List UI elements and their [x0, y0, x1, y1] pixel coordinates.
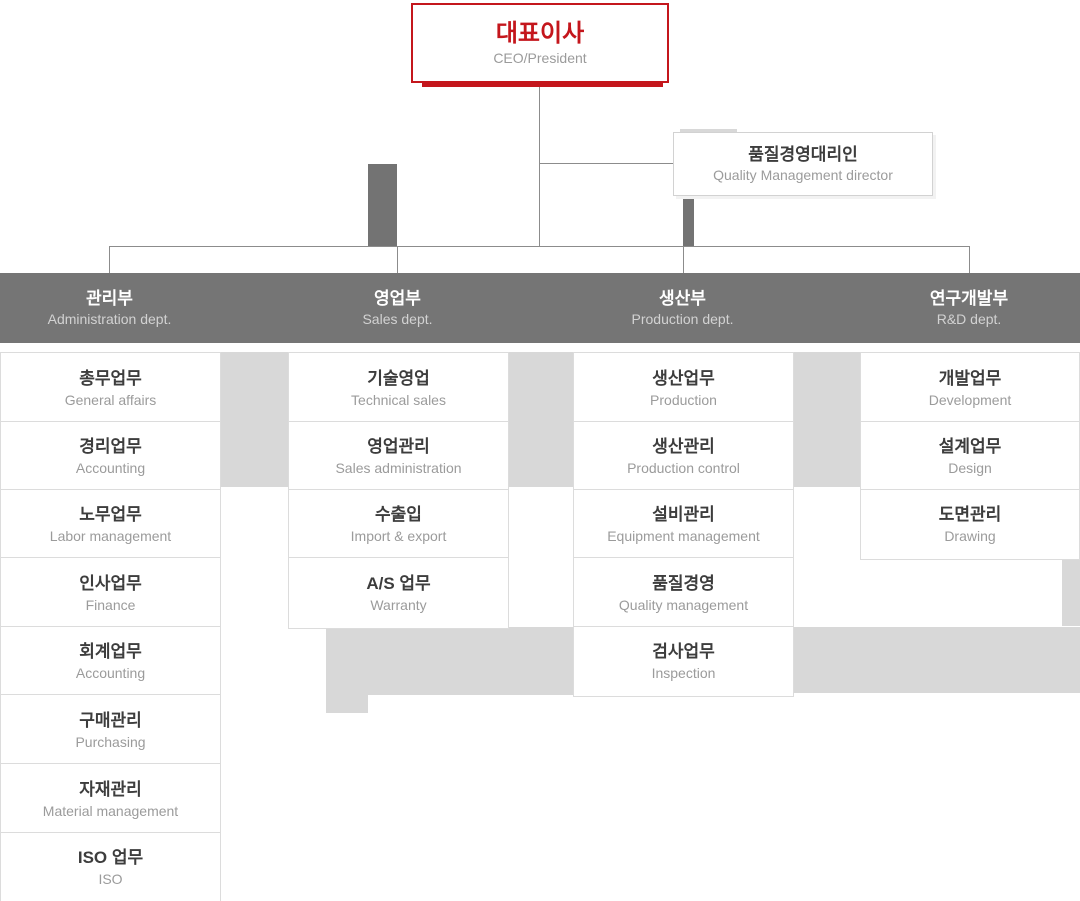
org-item: 도면관리 Drawing [860, 489, 1080, 560]
department-head-rnd: 연구개발부 R&D dept. [860, 273, 1078, 343]
connector-stub-rnd [969, 246, 970, 273]
ceo-accent-bar [422, 83, 663, 87]
connector-stub-production [683, 246, 684, 273]
org-item-title: 총무업무 [79, 368, 142, 388]
department-subtitle: Production dept. [631, 311, 734, 327]
org-item-title: 회계업무 [79, 642, 142, 661]
background-strip [219, 352, 288, 487]
org-item-title: 영업관리 [367, 437, 430, 456]
org-item-title: 검사업무 [652, 642, 715, 661]
org-item-title: 경리업무 [79, 437, 142, 456]
org-item: 설비관리 Equipment management [573, 489, 794, 560]
background-strip [326, 695, 368, 713]
org-item-subtitle: Import & export [350, 528, 447, 544]
org-item-title: 도면관리 [938, 505, 1002, 524]
org-item-subtitle: Accounting [75, 460, 146, 476]
org-item-subtitle: Purchasing [75, 733, 146, 750]
org-item-subtitle: Production control [627, 460, 740, 476]
org-item-subtitle: Warranty [370, 596, 427, 613]
background-strip [792, 627, 1080, 693]
department-title: 연구개발부 [929, 289, 1009, 308]
org-item: 회계업무 Accounting [0, 626, 221, 697]
department-title: 생산부 [659, 289, 706, 308]
org-item-subtitle: Inspection [651, 665, 716, 681]
org-item: 개발업무 Development [860, 352, 1080, 424]
connector-stub-admin [109, 246, 110, 273]
department-subtitle: R&D dept. [936, 311, 1002, 327]
decor-bar-narrow [683, 199, 694, 246]
connector-ceo-vertical [539, 85, 540, 246]
org-item: 생산관리 Production control [573, 421, 794, 492]
org-item-subtitle: Accounting [75, 665, 146, 681]
org-item: 설계업무 Design [860, 421, 1080, 492]
connector-departments-horizontal [109, 246, 970, 247]
org-item-title: A/S 업무 [366, 573, 431, 593]
org-item-subtitle: Technical sales [351, 391, 446, 408]
org-item-subtitle: Quality management [618, 596, 749, 613]
org-item: 구매관리 Purchasing [0, 694, 221, 766]
org-item: 생산업무 Production [573, 352, 794, 424]
connector-quality-horizontal [540, 163, 673, 164]
connector-stub-sales [397, 246, 398, 273]
ceo-box: 대표이사 CEO/President [411, 3, 669, 83]
org-item-title: 노무업무 [79, 505, 142, 524]
ceo-subtitle: CEO/President [493, 49, 587, 66]
org-item: 품질경영 Quality management [573, 557, 794, 629]
org-item-subtitle: Material management [42, 802, 179, 819]
department-title: 영업부 [374, 289, 421, 308]
department-title: 관리부 [86, 289, 133, 308]
org-item-subtitle: Design [948, 460, 992, 476]
org-item: 경리업무 Accounting [0, 421, 221, 492]
org-item: 검사업무 Inspection [573, 626, 794, 697]
org-item-title: 생산관리 [652, 437, 715, 456]
department-subtitle: Administration dept. [47, 311, 172, 327]
org-item-title: 구매관리 [79, 710, 142, 730]
org-item: 노무업무 Labor management [0, 489, 221, 560]
org-item: 총무업무 General affairs [0, 352, 221, 424]
department-head-production: 생산부 Production dept. [573, 273, 792, 343]
org-item-title: 자재관리 [79, 779, 142, 799]
org-item: ISO 업무 ISO [0, 832, 221, 901]
org-item: 수출입 Import & export [288, 489, 509, 560]
quality-manager-box: 품질경영대리인 Quality Management director [673, 132, 933, 196]
org-item: 자재관리 Material management [0, 763, 221, 835]
department-band [0, 273, 1080, 343]
org-item-title: 생산업무 [652, 368, 715, 388]
quality-manager-title: 품질경영대리인 [748, 145, 858, 164]
org-item-subtitle: Drawing [944, 528, 996, 544]
org-item: 기술영업 Technical sales [288, 352, 509, 424]
org-item-subtitle: Finance [85, 596, 136, 613]
department-head-sales: 영업부 Sales dept. [288, 273, 507, 343]
org-item-title: 설계업무 [938, 437, 1002, 456]
background-strip [680, 129, 737, 134]
org-item-title: 설비관리 [652, 505, 715, 524]
org-item-title: 수출입 [375, 505, 422, 524]
org-item-subtitle: Equipment management [607, 528, 760, 544]
background-strip [507, 352, 573, 487]
org-item-title: 개발업무 [938, 368, 1002, 388]
org-item-subtitle: Labor management [49, 528, 172, 544]
org-item-subtitle: General affairs [64, 391, 157, 408]
org-item-subtitle: Development [928, 391, 1012, 408]
org-item: 영업관리 Sales administration [288, 421, 509, 492]
department-subtitle: Sales dept. [362, 311, 433, 327]
org-item-title: ISO 업무 [77, 847, 144, 867]
org-item-title: 품질경영 [652, 573, 715, 593]
org-item-subtitle: Production [650, 391, 717, 408]
org-item: A/S 업무 Warranty [288, 557, 509, 629]
decor-bar-wide [368, 164, 397, 246]
org-item-title: 기술영업 [367, 368, 430, 388]
background-strip [792, 352, 860, 487]
org-item: 인사업무 Finance [0, 557, 221, 629]
org-item-title: 인사업무 [79, 573, 142, 593]
ceo-title: 대표이사 [495, 19, 585, 47]
department-head-admin: 관리부 Administration dept. [0, 273, 219, 343]
org-item-subtitle: ISO [98, 870, 123, 887]
background-strip [326, 627, 573, 695]
quality-manager-subtitle: Quality Management director [713, 167, 893, 183]
org-item-subtitle: Sales administration [335, 460, 462, 476]
background-strip [1062, 557, 1080, 626]
